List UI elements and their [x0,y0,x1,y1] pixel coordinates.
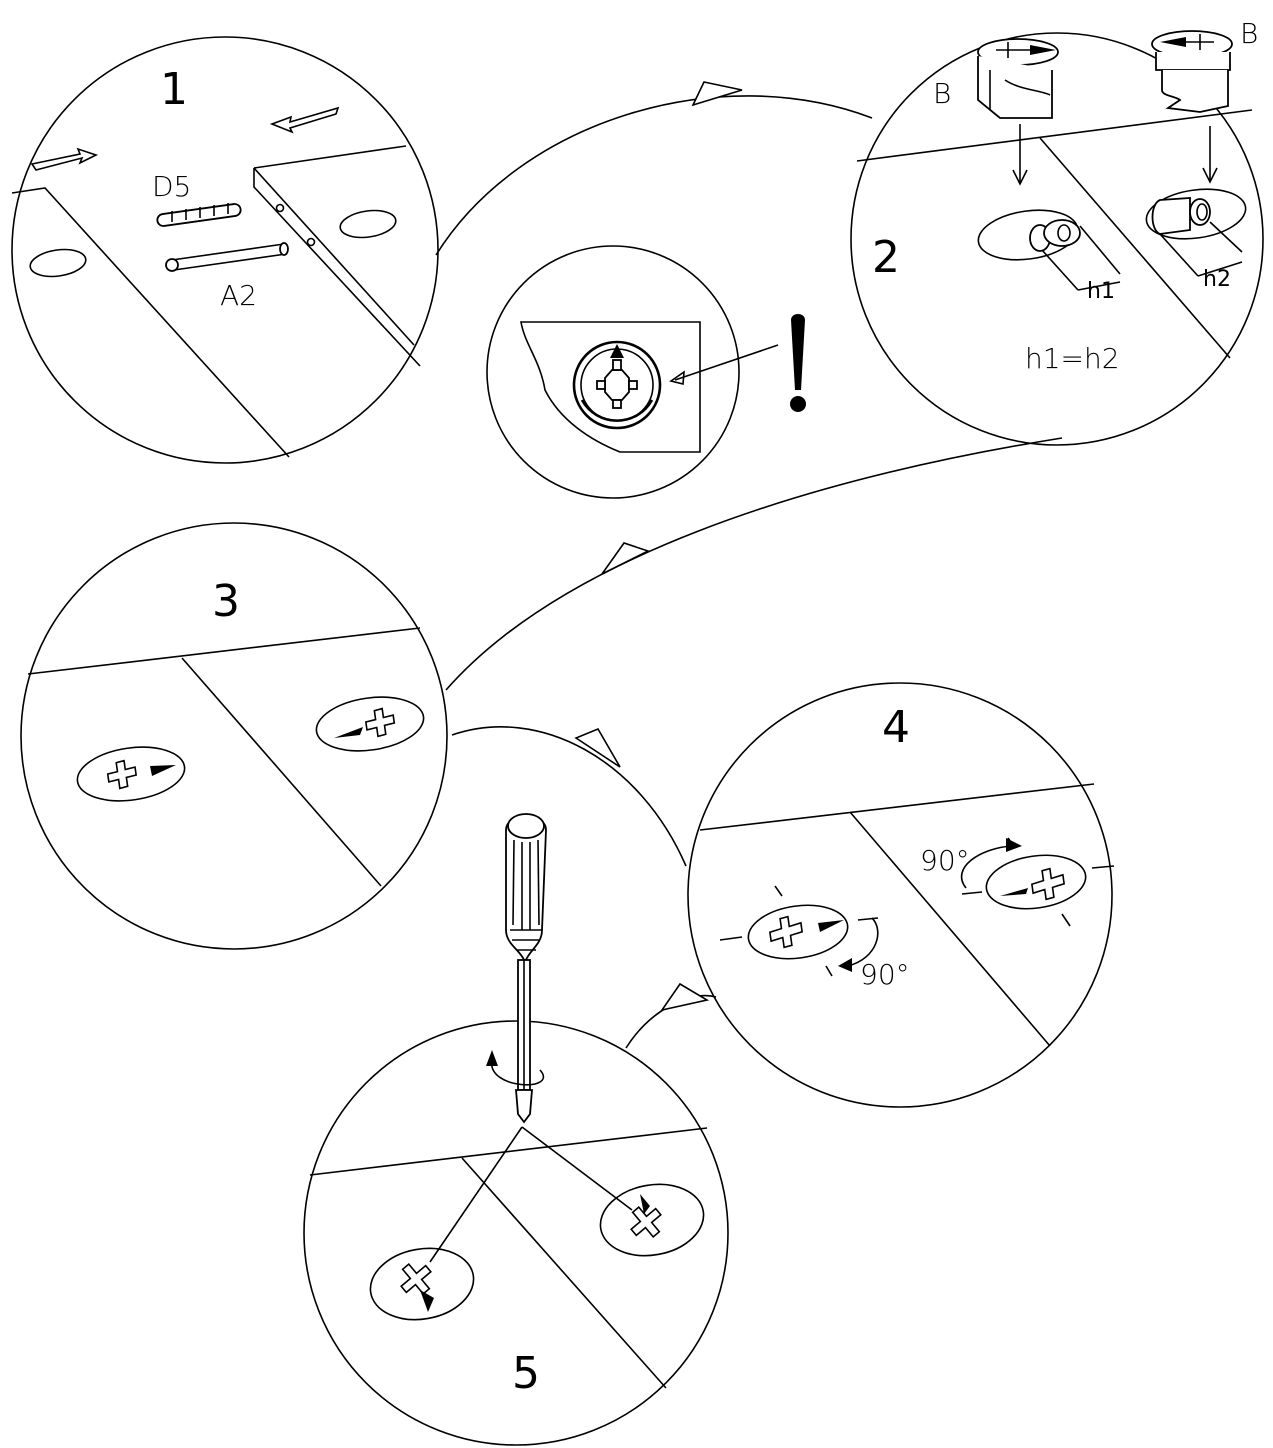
step-2-number: 2 [872,232,900,283]
cam-lock-rotate-right: 90° [920,838,1114,926]
step-1-panel: 1 D5 A2 [12,37,438,463]
step-2-panel: 2 B B [851,17,1263,445]
cam-lock-locked-right-icon [595,1177,710,1264]
cam-left-label: B [933,77,951,110]
warning-detail [487,246,806,498]
angle-bottom-label: 90° [860,958,910,991]
pin-icon [166,243,288,271]
step-3-number: 3 [212,576,240,627]
dowel-label: D5 [152,170,191,203]
arrow-left-icon [272,108,338,132]
cam-right-label: B [1240,17,1258,50]
h1-label: h1 [1087,279,1115,304]
cam-lock-right-icon [313,691,427,758]
cam-fitting-right-icon [1152,31,1232,182]
angle-top-label: 90° [920,844,970,877]
step-1-number: 1 [160,64,188,115]
step-5-panel: 5 [304,814,728,1445]
step-5-number: 5 [512,1348,540,1399]
cam-lock-locked-left-icon [365,1241,480,1328]
hole-h1-detail: h1 [975,204,1120,304]
height-rule-label: h1=h2 [1025,342,1120,375]
warning-exclamation-icon [790,314,806,412]
h2-label: h2 [1203,267,1231,292]
cam-lock-rotate-left: 90° [720,886,910,991]
cam-lock-left-icon [74,741,188,808]
cam-lock-icon [574,342,660,428]
screwdriver-icon [486,814,546,1122]
flow-arrow-icon [693,82,742,105]
cam-fitting-left-icon [978,39,1058,184]
dowel-icon [157,203,242,227]
pin-label: A2 [220,279,257,312]
step-3-panel: 3 [21,523,447,949]
flow-arrow-icon [602,543,648,574]
step-4-number: 4 [882,702,910,753]
step-4-panel: 4 90° 90° [688,683,1114,1107]
flow-arrow-icon [662,984,707,1010]
arrow-right-icon [32,149,96,170]
